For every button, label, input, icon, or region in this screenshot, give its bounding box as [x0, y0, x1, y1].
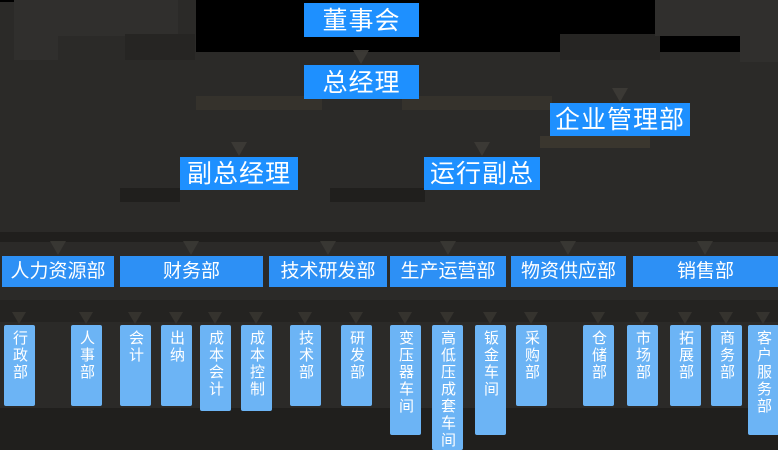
leaf-label: 成本会计 — [207, 330, 225, 398]
node-enterprise-management[interactable]: 企业管理部 — [550, 103, 690, 136]
arrow-gm-to-em — [612, 88, 628, 102]
arrow-to-leaf-12 — [524, 312, 538, 324]
bg-panel-f — [740, 36, 778, 62]
leaf-warehouse[interactable]: 仓储部 — [583, 325, 614, 406]
arrow-to-leaf-15 — [678, 312, 692, 324]
arrow-to-dept-4 — [440, 241, 456, 255]
leaf-label: 商务部 — [718, 330, 736, 381]
arrow-gm-to-ovp — [474, 142, 490, 156]
arrow-to-leaf-9 — [398, 312, 412, 324]
leaf-label: 变压器车间 — [397, 330, 415, 415]
arrow-to-dept-1 — [50, 241, 66, 255]
leaf-accounting[interactable]: 会计 — [120, 325, 151, 406]
bg-panel-a — [14, 0, 58, 60]
bg-strip-leaf — [0, 300, 778, 322]
node-board[interactable]: 董事会 — [304, 3, 419, 37]
leaf-personnel[interactable]: 人事部 — [71, 325, 102, 406]
dept-sales[interactable]: 销售部 — [633, 256, 778, 287]
node-deputy-gm[interactable]: 副总经理 — [180, 157, 298, 190]
leaf-label: 仓储部 — [590, 330, 608, 381]
node-general-manager[interactable]: 总经理 — [304, 65, 419, 99]
arrow-to-leaf-17 — [756, 312, 770, 324]
leaf-administration[interactable]: 行政部 — [4, 325, 35, 406]
bg-shape-top-left — [0, 0, 14, 2]
node-operations-vp-label: 运行副总 — [429, 159, 534, 188]
dept-human-resources[interactable]: 人力资源部 — [2, 256, 114, 287]
dept-label: 人力资源部 — [10, 260, 106, 282]
node-general-manager-label: 总经理 — [322, 67, 401, 97]
leaf-cashier[interactable]: 出纳 — [161, 325, 192, 406]
arrow-to-dept-2 — [183, 241, 199, 255]
dept-label: 生产运营部 — [400, 260, 496, 282]
leaf-label: 人事部 — [78, 330, 96, 381]
bg-panel-b — [58, 0, 178, 36]
node-board-label: 董事会 — [322, 5, 401, 35]
bg-strip-ovp — [330, 188, 425, 202]
arrow-to-leaf-14 — [635, 312, 649, 324]
dept-material-supply[interactable]: 物资供应部 — [511, 256, 626, 287]
arrow-to-leaf-3 — [128, 312, 142, 324]
node-deputy-gm-label: 副总经理 — [186, 159, 291, 188]
bg-strip-dgm — [120, 188, 180, 202]
arrow-to-dept-6 — [697, 241, 713, 255]
leaf-label: 拓展部 — [677, 330, 695, 381]
leaf-label: 技术部 — [297, 330, 315, 381]
arrow-to-leaf-16 — [719, 312, 733, 324]
bg-panel-e — [655, 0, 778, 36]
leaf-expansion[interactable]: 拓展部 — [670, 325, 701, 406]
leaf-label: 客户服务部 — [755, 330, 773, 415]
bg-panel-d — [560, 34, 660, 60]
arrow-to-leaf-10 — [440, 312, 454, 324]
bg-strip-em — [540, 136, 650, 148]
arrow-to-dept-3 — [320, 241, 336, 255]
arrow-to-leaf-6 — [249, 312, 263, 324]
node-enterprise-management-label: 企业管理部 — [554, 105, 685, 134]
arrow-to-leaf-13 — [591, 312, 605, 324]
leaf-rd-dept[interactable]: 研发部 — [341, 325, 372, 406]
leaf-business-affairs[interactable]: 商务部 — [711, 325, 742, 406]
bg-strip-bottom — [0, 408, 778, 450]
leaf-customer-service[interactable]: 客户服务部 — [748, 325, 778, 435]
leaf-label: 会计 — [127, 330, 145, 364]
dept-label: 财务部 — [162, 260, 220, 282]
dept-production-operations[interactable]: 生产运营部 — [390, 256, 506, 287]
leaf-label: 研发部 — [348, 330, 366, 381]
arrow-gm-to-deputy — [231, 142, 247, 156]
dept-finance[interactable]: 财务部 — [120, 256, 263, 287]
leaf-label: 出纳 — [168, 330, 186, 364]
arrow-board-to-gm — [353, 50, 369, 64]
arrow-to-leaf-7 — [298, 312, 312, 324]
leaf-marketing[interactable]: 市场部 — [627, 325, 658, 406]
arrow-to-leaf-8 — [349, 312, 363, 324]
leaf-label: 钣金车间 — [482, 330, 500, 398]
arrow-to-leaf-11 — [483, 312, 497, 324]
leaf-transformer-workshop[interactable]: 变压器车间 — [390, 325, 421, 435]
bg-strip-gm2 — [402, 96, 552, 110]
arrow-to-dept-5 — [560, 241, 576, 255]
node-operations-vp[interactable]: 运行副总 — [424, 157, 540, 190]
bg-shape-top-right — [196, 0, 778, 52]
dept-label: 物资供应部 — [520, 260, 616, 282]
dept-technology-rd[interactable]: 技术研发部 — [269, 256, 387, 287]
bg-panel-c — [125, 34, 195, 60]
leaf-label: 采购部 — [523, 330, 541, 381]
dept-label: 技术研发部 — [280, 260, 376, 282]
leaf-label: 高低压成套车间 — [439, 330, 457, 449]
arrow-to-leaf-4 — [169, 312, 183, 324]
leaf-sheetmetal-workshop[interactable]: 钣金车间 — [475, 325, 506, 435]
dept-label: 销售部 — [676, 260, 734, 282]
leaf-label: 成本控制 — [248, 330, 266, 398]
arrow-to-leaf-2 — [79, 312, 93, 324]
leaf-technology-dept[interactable]: 技术部 — [290, 325, 321, 406]
leaf-procurement[interactable]: 采购部 — [516, 325, 547, 406]
bg-strip-low — [0, 232, 778, 242]
arrow-to-leaf-5 — [208, 312, 222, 324]
leaf-switchgear-workshop[interactable]: 高低压成套车间 — [432, 325, 463, 450]
leaf-label: 市场部 — [634, 330, 652, 381]
arrow-to-leaf-1 — [12, 312, 26, 324]
leaf-cost-accounting[interactable]: 成本会计 — [200, 325, 231, 411]
leaf-cost-control[interactable]: 成本控制 — [241, 325, 272, 411]
leaf-label: 行政部 — [11, 330, 29, 381]
